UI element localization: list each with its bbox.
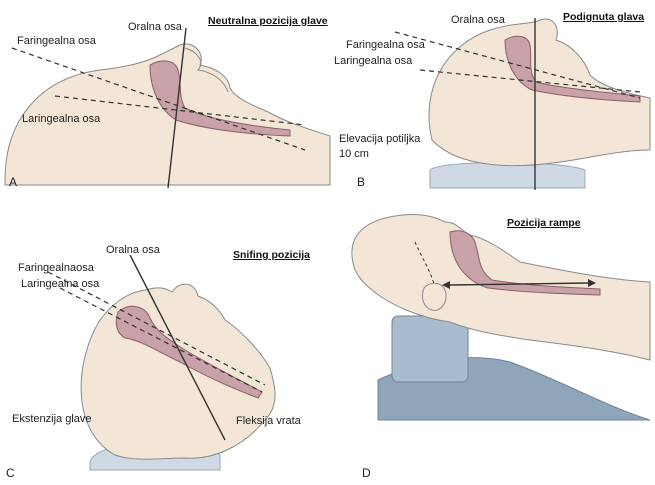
panel-b-laryngeal-axis-label: Laringealna osa: [334, 56, 412, 67]
panel-a-pharyngeal-axis-label: Faringealna osa: [17, 36, 96, 47]
panel-c-head-extension-label: Ekstenzija glave: [12, 414, 92, 425]
panel-d: [352, 215, 650, 420]
panel-d-ramp-block: [392, 316, 468, 382]
panel-c-oral-axis-label: Oralna osa: [106, 245, 160, 256]
panel-b-letter: B: [357, 176, 365, 188]
panel-d-title: Pozicija rampe: [507, 218, 581, 229]
panel-c-title: Snifing pozicija: [233, 250, 310, 261]
panel-d-letter: D: [362, 467, 371, 479]
panel-c-head: [81, 284, 275, 459]
panel-b-title: Podignuta glava: [563, 12, 644, 23]
panel-c-laryngeal-axis-label: Laringealna osa: [21, 279, 99, 290]
panel-b-elevation-value: 10 cm: [339, 149, 369, 160]
panel-b: [395, 18, 650, 190]
panel-a: [5, 28, 330, 188]
panel-a-letter: A: [9, 176, 17, 188]
panel-c-pharyngeal-axis-label: Faringealnaosa: [18, 263, 94, 274]
panel-b-elevation-label: Elevacija potiljka: [339, 134, 420, 145]
panel-d-ear: [422, 283, 446, 310]
panel-a-oral-axis-label: Oralna osa: [128, 22, 182, 33]
panel-a-laryngeal-axis-label: Laringealna osa: [22, 114, 100, 125]
panel-a-title: Neutralna pozicija glave: [208, 16, 328, 27]
panel-b-pillow: [430, 163, 585, 189]
panel-c-neck-flexion-label: Fleksija vrata: [236, 416, 301, 427]
panel-c-letter: C: [6, 467, 15, 479]
panel-b-oral-axis-label: Oralna osa: [451, 15, 505, 26]
panel-b-pharyngeal-axis-label: Faringealna osa: [346, 40, 425, 51]
